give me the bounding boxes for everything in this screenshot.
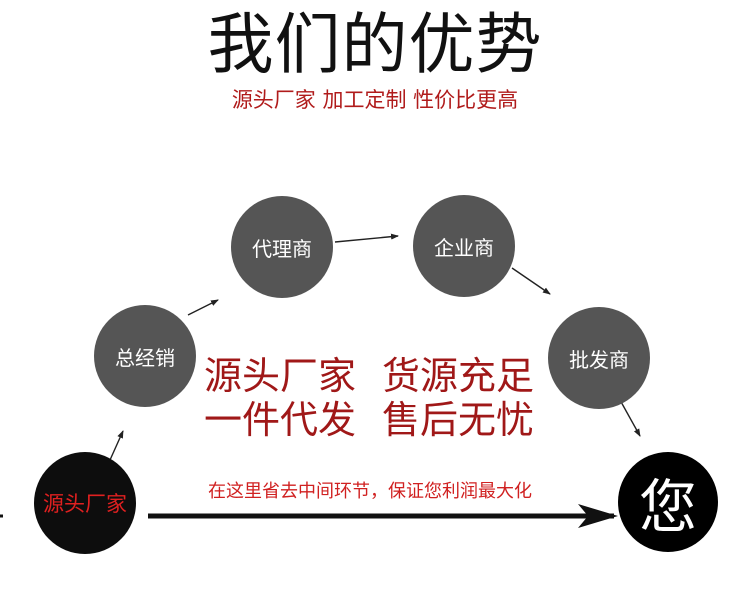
arrow-zongjingxiao-to-dailishang [187, 299, 219, 316]
node-source-factory-label: 源头厂家 [43, 492, 127, 516]
node-pifashang-label: 批发商 [569, 347, 629, 372]
direct-path-label: 在这里省去中间环节，保证您利润最大化 [208, 481, 532, 502]
node-qiyeshang-label: 企业商 [434, 235, 494, 260]
node-source-factory: 源头厂家 [34, 452, 136, 554]
node-you: 您 [618, 452, 718, 552]
arrow-qiyeshang-to-pifashang [511, 267, 551, 295]
node-zongjingxiao: 总经销 [94, 305, 196, 407]
node-dailishang-label: 代理商 [252, 236, 312, 261]
node-qiyeshang: 企业商 [413, 195, 515, 297]
node-dailishang: 代理商 [231, 196, 333, 298]
slogan-line1-left: 源头厂家 [204, 354, 357, 398]
arrow-source-to-zongjingxiao [109, 430, 124, 461]
page-title: 我们的优势 [207, 6, 543, 83]
slogan-line2-right: 售后无忧 [382, 398, 535, 442]
page-subtitle: 源头厂家 加工定制 性价比更高 [231, 88, 519, 112]
arrow-pifashang-to-you [619, 399, 641, 437]
slogan-line2-left: 一件代发 [204, 398, 357, 442]
slogan-line1-right: 货源充足 [382, 354, 535, 398]
node-pifashang: 批发商 [548, 307, 650, 409]
node-you-label: 您 [638, 473, 697, 541]
node-zongjingxiao-label: 总经销 [115, 345, 175, 370]
arrow-dailishang-to-qiyeshang [334, 233, 399, 243]
